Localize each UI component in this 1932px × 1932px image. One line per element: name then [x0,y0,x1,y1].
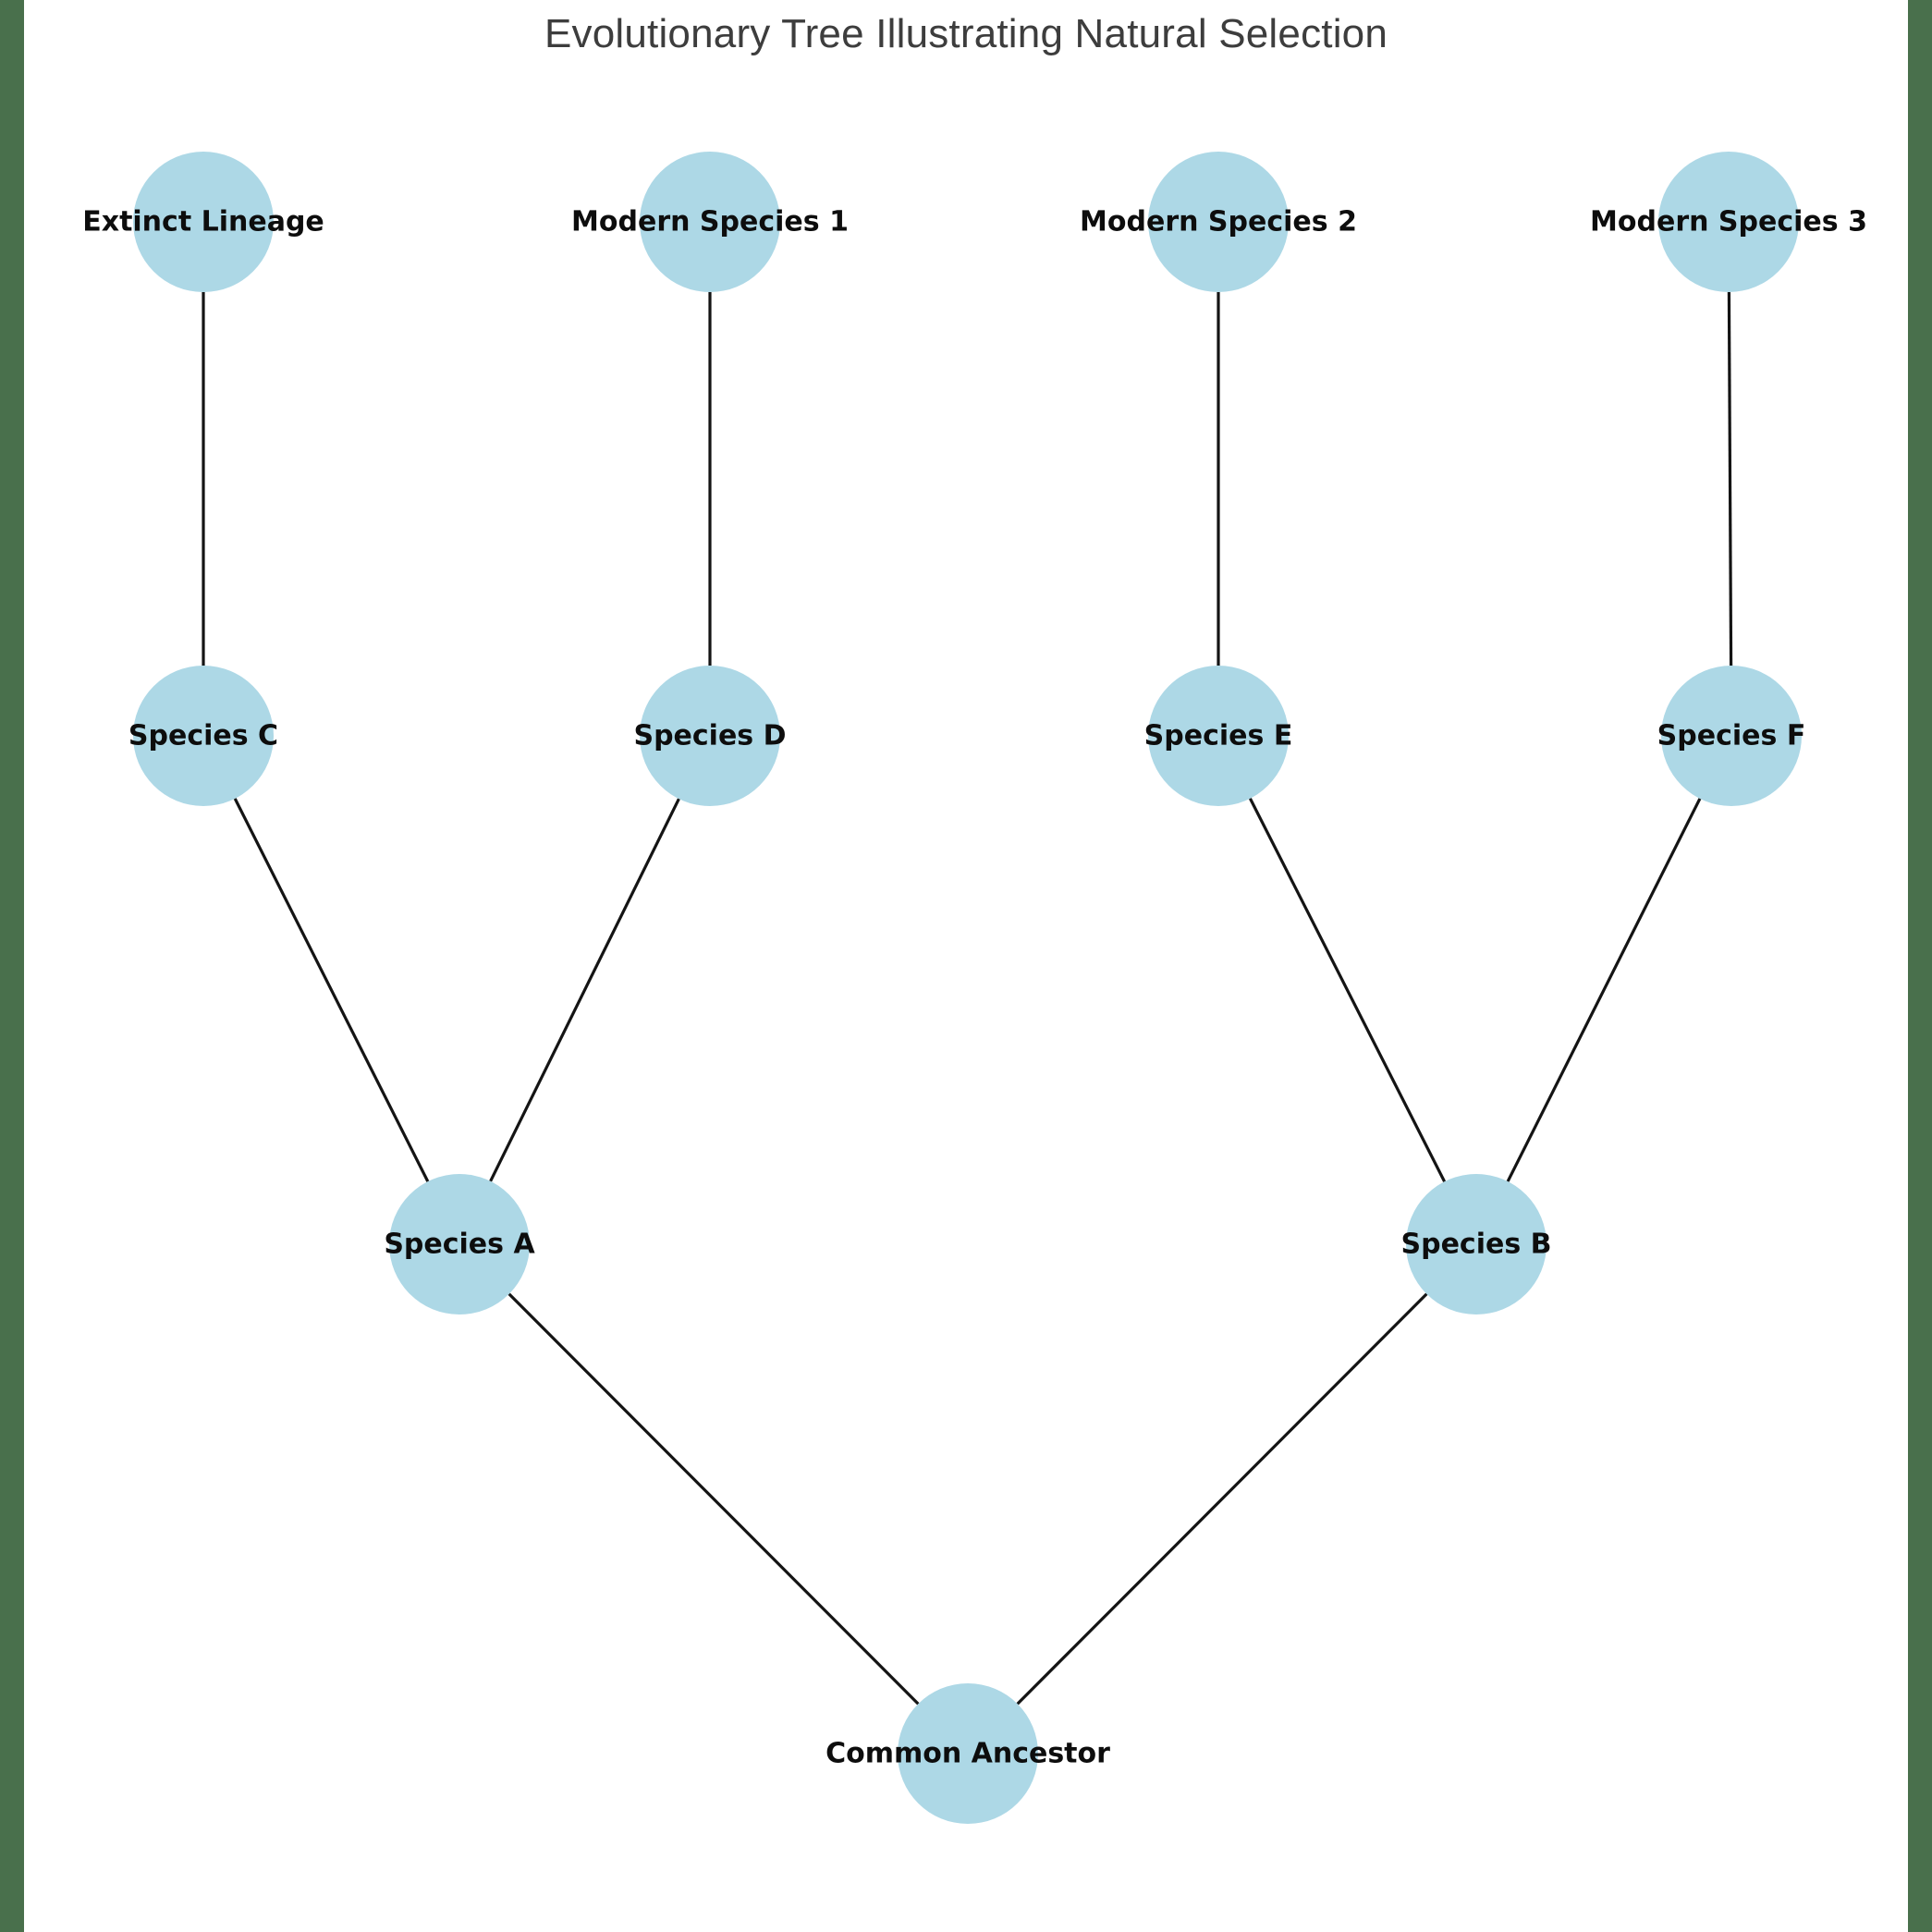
tree-node-common-ancestor[interactable]: Common Ancestor [825,1683,1110,1824]
node-label: Species A [384,1229,535,1261]
node-label: Common Ancestor [825,1738,1110,1770]
node-circle[interactable] [640,666,780,806]
tree-edge [1016,1292,1428,1706]
tree-node-species-c[interactable]: Species C [128,666,278,806]
tree-node-modern-species-3[interactable]: Modern Species 3 [1590,152,1867,292]
node-label: Modern Species 2 [1080,206,1357,238]
node-circle[interactable] [1658,152,1799,292]
node-circle[interactable] [1406,1174,1547,1314]
node-label: Modern Species 1 [571,206,849,238]
left-green-band [0,0,24,1932]
node-label: Extinct Lineage [82,206,324,238]
node-label: Species D [633,720,786,752]
node-circle[interactable] [1148,152,1289,292]
tree-edge [489,798,680,1182]
tree-edge [507,1292,920,1706]
node-circle[interactable] [1661,666,1802,806]
node-label: Species F [1657,720,1806,752]
tree-edge [233,798,430,1182]
tree-edge [1506,798,1702,1182]
node-label: Species B [1400,1229,1551,1261]
tree-node-species-d[interactable]: Species D [633,666,787,806]
tree-node-extinct-lineage[interactable]: Extinct Lineage [82,152,324,292]
tree-node-modern-species-1[interactable]: Modern Species 1 [571,152,849,292]
figure-title: Evolutionary Tree Illustrating Natural S… [544,11,1388,56]
edges-layer [202,291,1733,1706]
node-label: Species E [1144,720,1293,752]
plot-area: Evolutionary Tree Illustrating Natural S… [24,0,1908,1932]
node-circle[interactable] [640,152,780,292]
evolutionary-tree-graph: Extinct Lineage Modern Species 1 Modern Sp… [82,152,1867,1824]
node-circle[interactable] [133,152,274,292]
node-circle[interactable] [133,666,274,806]
node-circle[interactable] [389,1174,530,1314]
right-green-band [1908,0,1932,1932]
tree-edge [1248,798,1447,1182]
node-label: Modern Species 3 [1590,206,1867,238]
node-label: Species C [128,720,278,752]
node-circle[interactable] [1148,666,1289,806]
tree-node-species-f[interactable]: Species F [1657,666,1806,806]
tree-node-modern-species-2[interactable]: Modern Species 2 [1080,152,1357,292]
tree-node-species-e[interactable]: Species E [1144,666,1293,806]
node-circle[interactable] [898,1683,1038,1824]
tree-node-species-a[interactable]: Species A [384,1174,535,1314]
nodes-layer: Extinct Lineage Modern Species 1 Modern Sp… [82,152,1867,1824]
tree-edge [1727,291,1733,666]
tree-node-species-b[interactable]: Species B [1400,1174,1552,1314]
